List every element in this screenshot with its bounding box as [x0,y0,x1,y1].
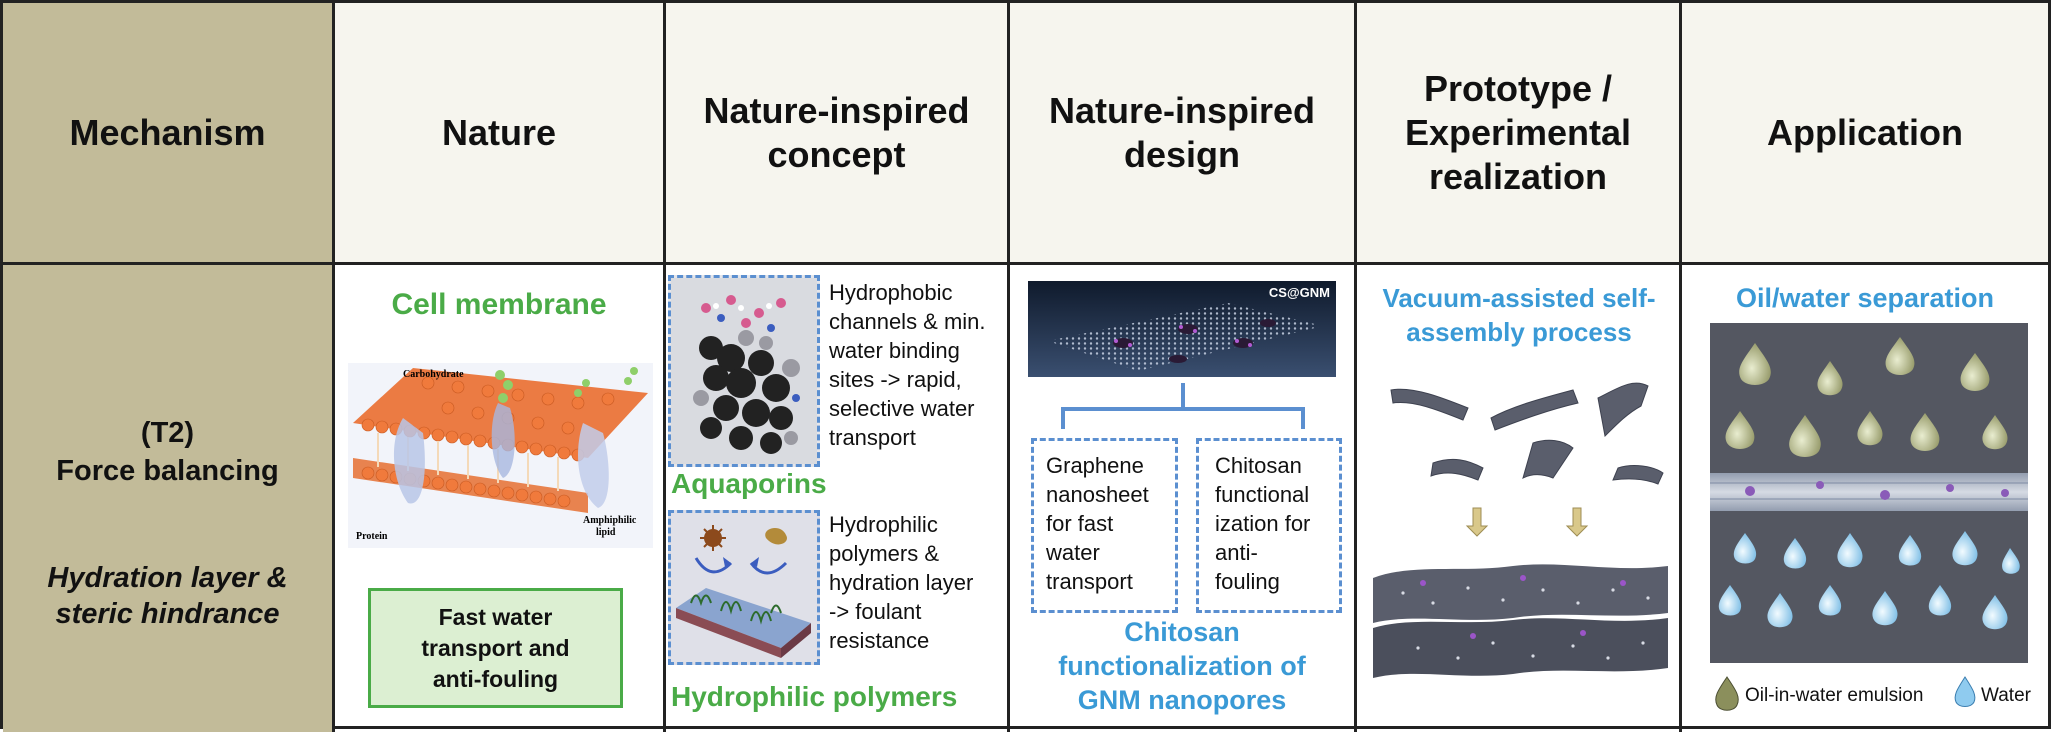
mechanism-code: (T2) [140,417,195,449]
self-assembly-illustration [1373,382,1668,678]
header-prototype-text: Prototype / Experimental realization [1404,67,1632,197]
aquaporin-image-frame [668,275,820,467]
header-design: Nature-inspired design [1010,3,1357,265]
chitosan-box: Chitosan functional ization for anti- fo… [1196,438,1342,613]
mechanism-detail: Hydration layer & steric hindrance [47,562,288,630]
header-mechanism-text: Mechanism [69,111,266,153]
header-application-text: Application [1767,111,1963,153]
prototype-title: Vacuum-assisted self- assembly process [1382,283,1656,347]
header-prototype: Prototype / Experimental realization [1357,3,1682,265]
header-design-text: Nature-inspired design [1048,89,1316,175]
graphene-box-text: Graphene nanosheet for fast water transp… [1046,453,1149,594]
hydrophilic-polymer-description: Hydrophilic polymers & hydration layer -… [829,512,974,653]
hydrophilic-polymers-title: Hydrophilic polymers [671,681,958,712]
hydrophilic-polymer-image-frame [668,510,820,665]
chitosan-box-text: Chitosan functional ization for anti- fo… [1215,453,1311,594]
design-title: Chitosan functionalization of GNM nanopo… [1058,617,1306,715]
mechanism-cell: (T2) Force balancing Hydration layer & s… [3,265,335,732]
lipid-label-line-2: lipid [596,527,616,538]
header-nature: Nature [335,3,666,265]
aquaporin-illustration [671,278,817,464]
graphene-box: Graphene nanosheet for fast water transp… [1031,438,1178,613]
oil-water-separation-illustration [1710,323,2028,663]
protein-label: Protein [356,531,388,542]
header-concept-text: Nature-inspired concept [703,89,970,175]
legend-oil-label: Oil-in-water emulsion [1745,685,1924,706]
header-application: Application [1682,3,2048,265]
hydrophilic-polymer-illustration [671,513,817,662]
oil-drop-icon [1715,676,1739,711]
cs-gnm-illustration: CS@GNM [1028,281,1336,377]
aquaporin-description: Hydrophobic channels & min. water bindin… [829,280,986,450]
legend-water-label: Water [1981,685,2031,706]
cell-membrane-title: Cell membrane [391,288,607,321]
application-title: Oil/water separation [1735,283,1995,313]
header-mechanism: Mechanism [3,3,335,265]
water-drop-icon [1954,676,1976,707]
mechanism-name: Force balancing [56,455,279,487]
header-concept: Nature-inspired concept [666,3,1010,265]
design-bracket [1061,383,1305,429]
lipid-label-line-1: Amphiphilic [583,515,637,526]
carbohydrate-label: Carbohydrate [403,369,464,380]
nature-summary-box: Fast water transport and anti-fouling [368,588,623,708]
header-nature-text: Nature [441,111,557,153]
cs-gnm-label: CS@GNM [1269,285,1330,300]
aquaporins-title: Aquaporins [671,468,827,499]
